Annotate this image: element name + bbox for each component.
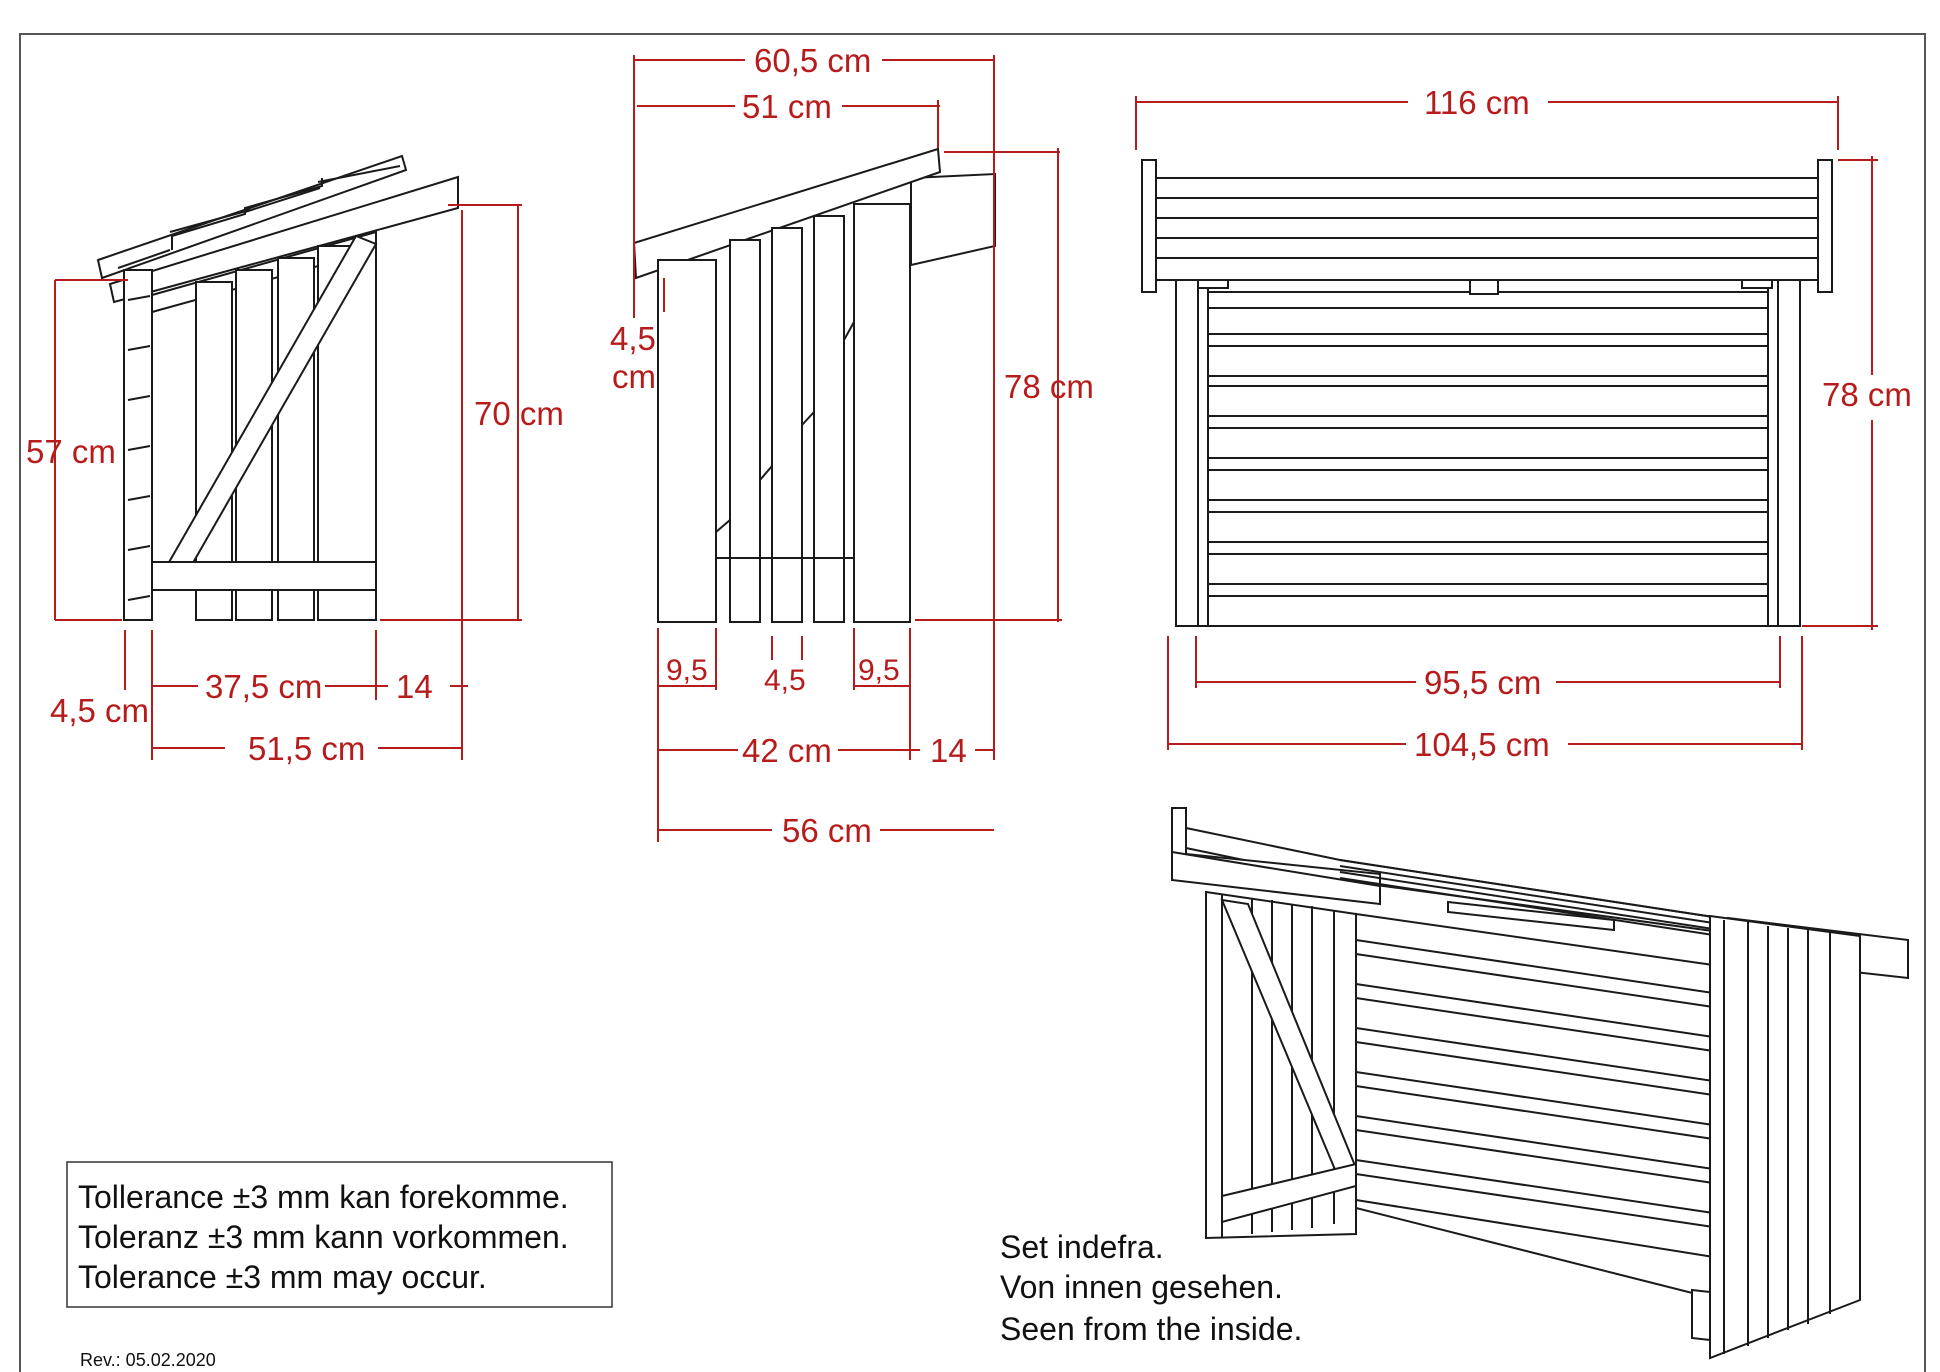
dim-front-width-116: 116 cm bbox=[1424, 84, 1530, 121]
dim-end-edge-45-line2: cm bbox=[612, 358, 656, 395]
perspective-caption-da: Set indefra. bbox=[1000, 1229, 1164, 1265]
dim-end-gap-45: 4,5 bbox=[764, 664, 806, 697]
revision-label: Rev.: 05.02.2020 bbox=[80, 1350, 216, 1370]
dim-end-overhang-14: 14 bbox=[930, 732, 967, 769]
dim-front-outer-1045: 104,5 cm bbox=[1414, 726, 1550, 763]
perspective-caption-en: Seen from the inside. bbox=[1000, 1311, 1302, 1347]
dim-end-edge-45-line1: 4,5 bbox=[610, 320, 656, 357]
tolerance-note-da: Tollerance ±3 mm kan forekomme. bbox=[78, 1179, 569, 1215]
perspective-view-drawing bbox=[1171, 807, 1909, 1360]
tolerance-note-box bbox=[66, 1161, 613, 1308]
dim-front-height-78: 78 cm bbox=[1822, 376, 1912, 413]
dim-side-depth-375: 37,5 cm bbox=[205, 668, 322, 705]
tolerance-note-en: Tolerance ±3 mm may occur. bbox=[78, 1259, 487, 1295]
front-view-drawing bbox=[1141, 159, 1833, 627]
dim-end-board-95-right: 9,5 bbox=[858, 654, 900, 687]
end-view-drawing bbox=[632, 147, 996, 623]
dim-end-width-56: 56 cm bbox=[782, 812, 872, 849]
dim-end-total-605: 60,5 cm bbox=[754, 42, 871, 79]
dim-side-height-57: 57 cm bbox=[26, 433, 116, 470]
tolerance-note-de: Toleranz ±3 mm kann vorkommen. bbox=[78, 1219, 569, 1255]
side-view-dimensions bbox=[54, 204, 522, 760]
dim-side-overhang-14: 14 bbox=[396, 668, 433, 705]
dim-end-roof-51: 51 cm bbox=[742, 88, 832, 125]
side-view-drawing bbox=[96, 154, 459, 621]
dim-end-width-42: 42 cm bbox=[742, 732, 832, 769]
dim-side-depth-515: 51,5 cm bbox=[248, 730, 365, 767]
front-view-dimensions bbox=[1135, 96, 1878, 750]
perspective-caption-de: Von innen gesehen. bbox=[1000, 1269, 1283, 1305]
dim-end-board-95-left: 9,5 bbox=[666, 654, 708, 687]
dim-side-height-70: 70 cm bbox=[474, 395, 564, 432]
dim-side-post-45: 4,5 cm bbox=[50, 692, 149, 729]
end-view-dimensions bbox=[633, 55, 1062, 842]
dim-front-inner-955: 95,5 cm bbox=[1424, 664, 1541, 701]
sheet-frame bbox=[19, 33, 1926, 1372]
dim-end-height-78: 78 cm bbox=[1004, 368, 1094, 405]
